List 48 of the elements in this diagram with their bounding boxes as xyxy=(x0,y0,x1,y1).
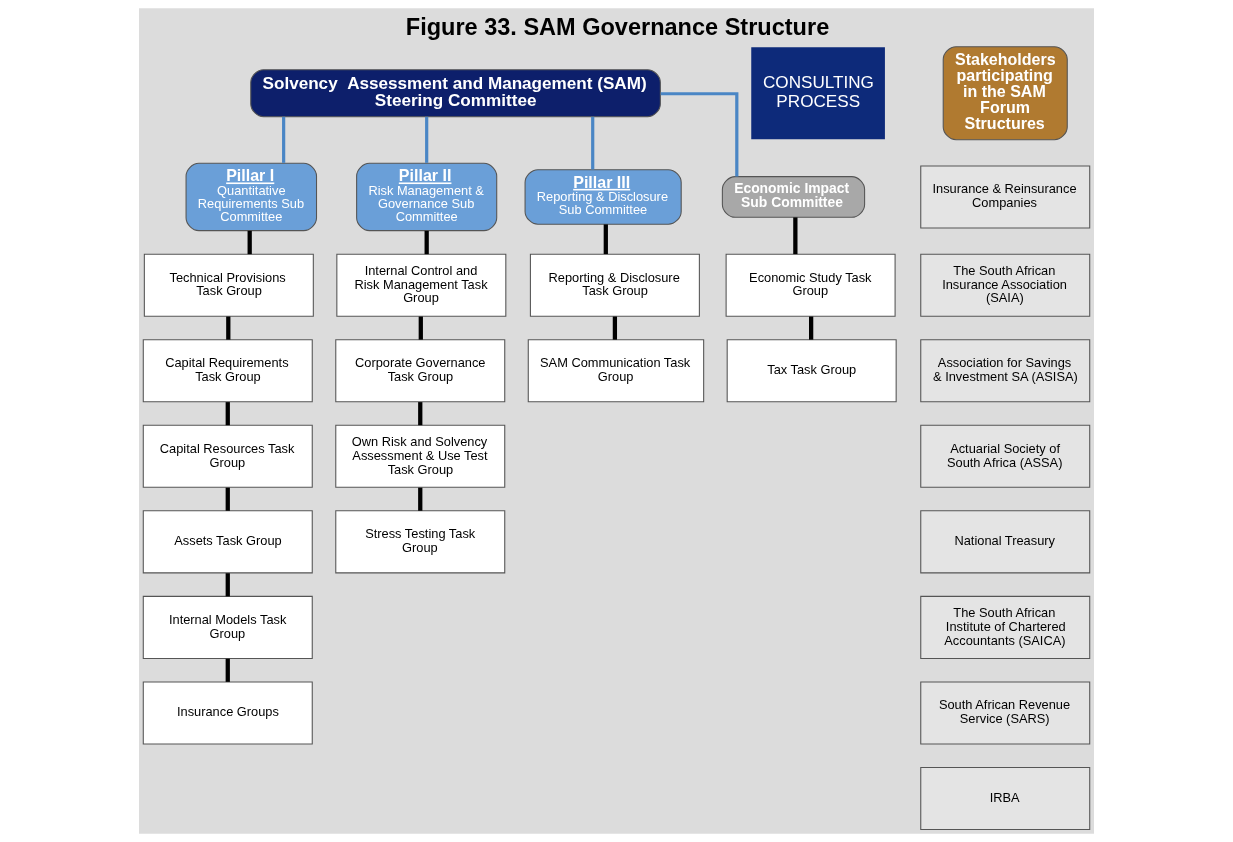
connector xyxy=(591,116,595,170)
connector xyxy=(282,116,286,163)
connector xyxy=(425,116,429,163)
node-box: Own Risk and Solvency Assessment & Use Test Task Group xyxy=(335,424,506,488)
node-box: Economic Study Task Group xyxy=(725,253,896,317)
connector xyxy=(226,316,231,340)
node-box: Pillar II Risk Management & Governance Sub Committee xyxy=(356,162,498,232)
connector xyxy=(660,92,739,177)
connector xyxy=(418,487,423,511)
connector xyxy=(247,230,252,255)
node-box: South African Revenue Service (SARS) xyxy=(920,681,1091,745)
connector xyxy=(225,402,230,426)
node-box: Pillar I Quantitative Requirements Sub Committee xyxy=(185,162,318,232)
node-box: Association for Savings & Investment SA (ASISA) xyxy=(920,339,1091,403)
node-box: Capital Resources Task Group xyxy=(142,424,313,488)
node-box: Assets Task Group xyxy=(142,510,313,574)
node-box: Actuarial Society of South Africa (ASSA) xyxy=(920,424,1091,488)
node-box: Technical Provisions Task Group xyxy=(143,253,314,317)
node-box: Internal Control and Risk Management Task Group xyxy=(336,253,507,317)
node-box: CONSULTING PROCESS xyxy=(751,47,885,140)
node-box: Tax Task Group xyxy=(726,339,897,403)
node-box: Stress Testing Task Group xyxy=(335,510,506,574)
node-box: Economic Impact Sub Committee xyxy=(721,176,866,218)
node-box: The South African Insurance Association (SAIA) xyxy=(920,253,1091,317)
connector xyxy=(418,316,423,340)
diagram-title: Figure 33. SAM Governance Structure xyxy=(405,13,830,40)
node-box: Insurance & Reinsurance Companies xyxy=(920,165,1091,229)
connector xyxy=(418,402,423,426)
connector xyxy=(793,217,798,255)
connector xyxy=(225,487,230,511)
node-box: Solvency Assessment and Management (SAM) Steering Committee xyxy=(250,69,661,118)
connector xyxy=(225,658,230,682)
node-box: National Treasury xyxy=(920,510,1091,574)
node-box: Insurance Groups xyxy=(142,681,313,745)
node-box: The South African Institute of Chartered Accountants (SAICA) xyxy=(920,595,1091,659)
node-box: IRBA xyxy=(920,766,1091,831)
node-box: Corporate Governance Task Group xyxy=(335,339,506,403)
connector xyxy=(612,316,618,340)
connector xyxy=(424,230,429,255)
node-box: SAM Communication Task Group xyxy=(527,339,705,403)
connector xyxy=(603,224,608,255)
node-box: Pillar III Reporting & Disclosure Sub Committee xyxy=(524,169,682,225)
connector xyxy=(225,573,230,597)
node-box: Internal Models Task Group xyxy=(142,595,313,659)
connector xyxy=(809,316,814,340)
node-box: Stakeholders participating in the SAM Forum Structures xyxy=(942,46,1068,141)
node-box: Capital Requirements Task Group xyxy=(142,339,313,403)
node-box: Reporting & Disclosure Task Group xyxy=(529,253,700,317)
